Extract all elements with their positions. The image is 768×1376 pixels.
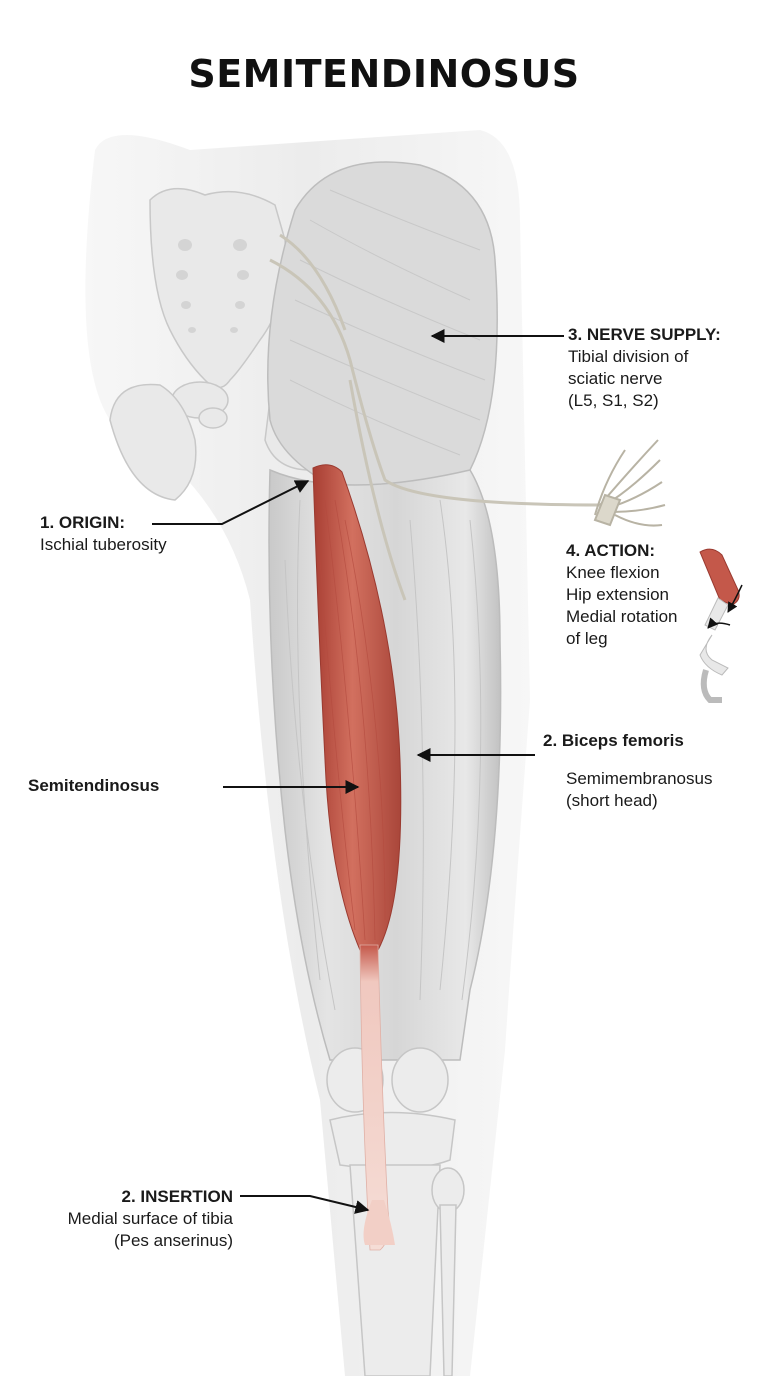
- origin-heading: 1. ORIGIN:: [40, 513, 126, 532]
- leader-arrows: [152, 329, 564, 1214]
- nerve-line-3: (L5, S1, S2): [568, 391, 659, 410]
- action-line-4: of leg: [566, 629, 608, 648]
- origin-text: Ischial tuberosity: [40, 535, 167, 554]
- knee-flexion-icon: [699, 548, 743, 703]
- action-heading: 4. ACTION:: [566, 541, 656, 560]
- sciatic-nerve: [269, 233, 601, 601]
- action-line-3: Medial rotation: [566, 607, 678, 626]
- nerve-supply-label: 3. NERVE SUPPLY: Tibial division of scia…: [568, 324, 721, 412]
- origin-arrow: [152, 480, 310, 525]
- biceps-femoris-label: 2. Biceps femoris: [543, 730, 684, 752]
- insertion-line-2: (Pes anserinus): [113, 1231, 233, 1250]
- insertion-label: 2. INSERTION Medial surface of tibia (Pe…: [20, 1186, 233, 1252]
- nerve-line-1: Tibial division of: [568, 347, 689, 366]
- semimembranosus-label: Semimembranosus (short head): [566, 768, 712, 812]
- biceps-heading: 2. Biceps femoris: [543, 731, 684, 750]
- nerve-branch-icon: [593, 439, 666, 527]
- semimembranosus-line-1: Semimembranosus: [566, 769, 713, 788]
- semitendinosus-heading: Semitendinosus: [28, 776, 160, 795]
- insertion-line-1: Medial surface of tibia: [67, 1209, 233, 1228]
- semitendinosus-muscle: [312, 464, 402, 1251]
- semimembranosus-line-2: (short head): [566, 791, 658, 810]
- action-label: 4. ACTION: Knee flexion Hip extension Me…: [566, 540, 678, 650]
- insertion-arrow: [240, 1195, 370, 1214]
- action-line-2: Hip extension: [566, 585, 670, 604]
- semitendinosus-label: Semitendinosus: [28, 775, 159, 797]
- nerve-line-2: sciatic nerve: [568, 369, 663, 388]
- diagram-title: SEMITENDINOSUS: [188, 52, 580, 96]
- origin-label: 1. ORIGIN: Ischial tuberosity: [40, 512, 167, 556]
- gluteus-muscle: [267, 161, 498, 505]
- action-line-1: Knee flexion: [566, 563, 660, 582]
- insertion-heading: 2. INSERTION: [121, 1187, 233, 1206]
- nerve-heading: 3. NERVE SUPPLY:: [568, 325, 721, 344]
